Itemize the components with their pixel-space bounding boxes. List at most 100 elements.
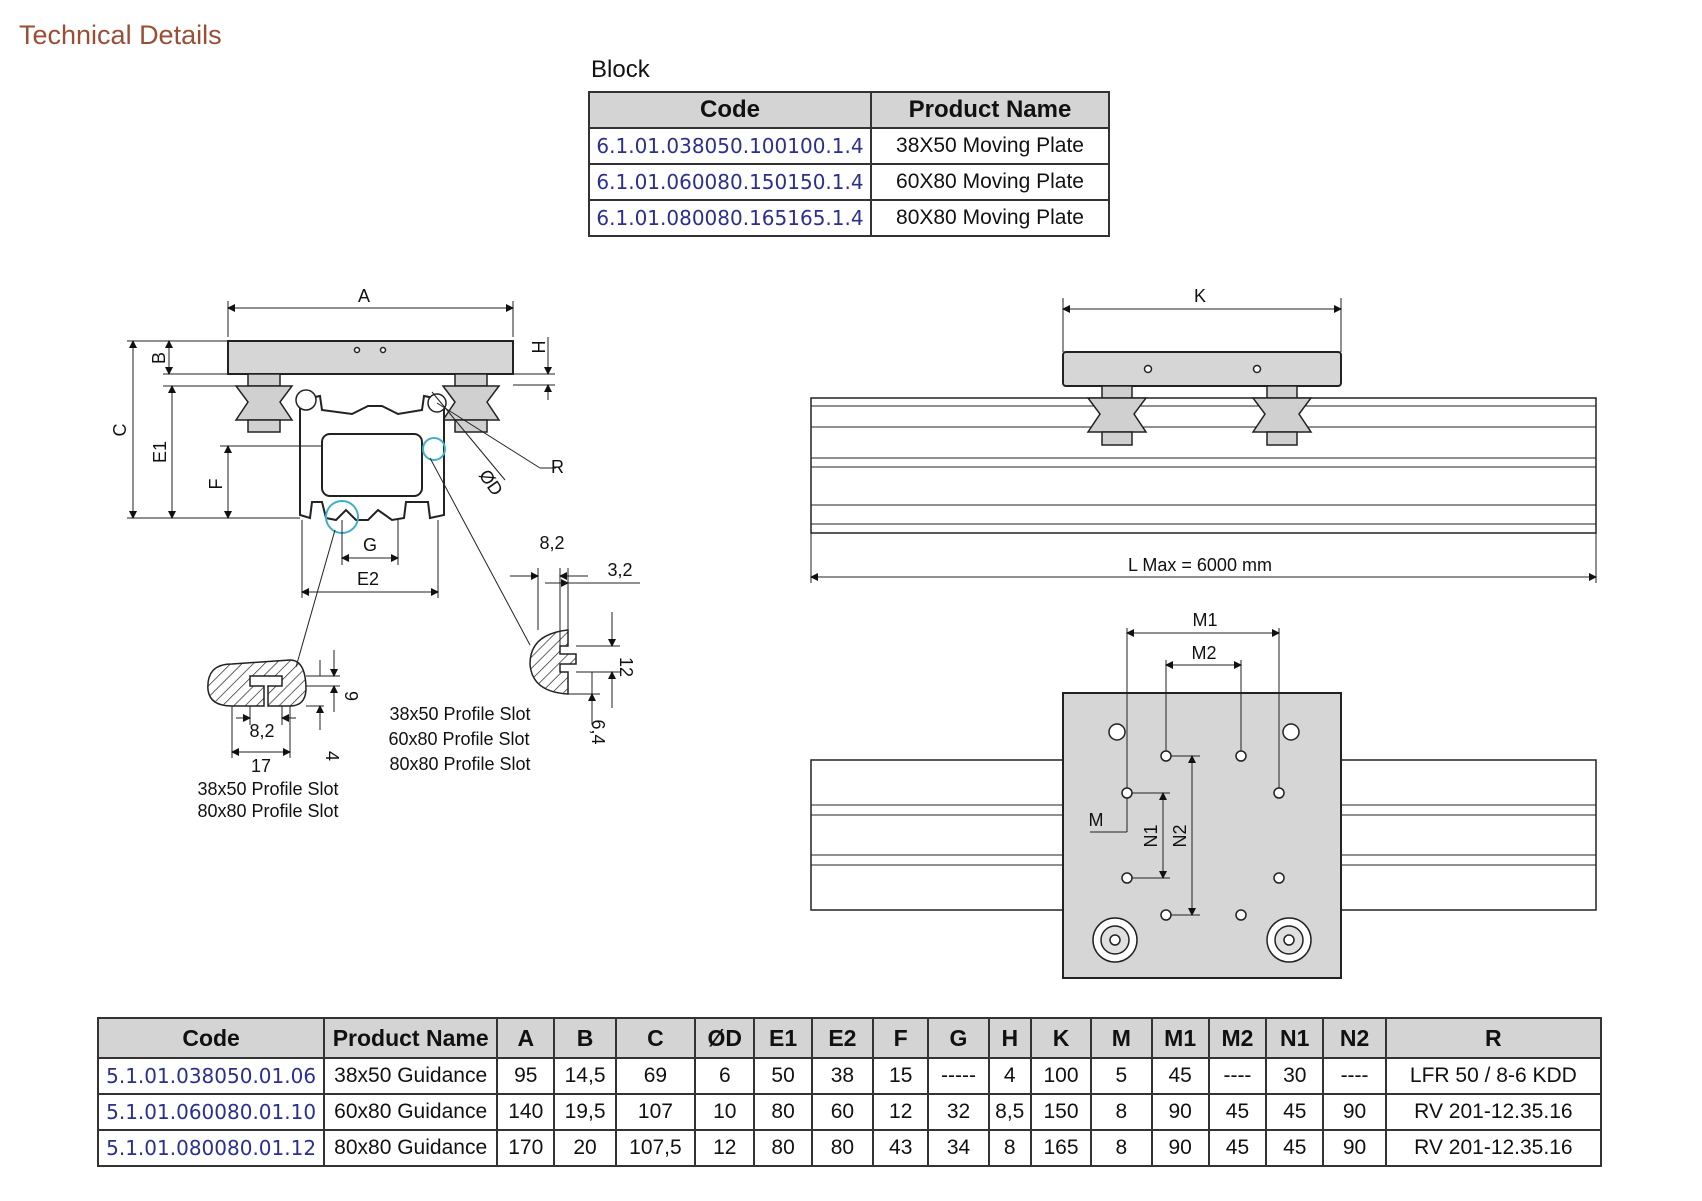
value-cell: 50 [753,1057,813,1095]
column-header-e1: E1 [753,1017,813,1059]
slot-note: 38x50 Profile Slot [197,779,338,799]
value-cell: 8,5 [987,1093,1032,1131]
value-cell: 95 [496,1057,556,1095]
column-header-f: F [872,1017,930,1059]
slot-note: 60x80 Profile Slot [388,729,529,749]
column-header-h: H [987,1017,1032,1059]
table-row: 5.1.01.060080.01.10 60x80 Guidance 140 1… [96,1093,1603,1131]
value-cell: RV 201-12.35.16 [1384,1093,1603,1131]
value-cell: 30 [1265,1057,1325,1095]
value-cell: 12 [694,1129,756,1167]
product-name-cell: 38X50 Moving Plate [870,127,1110,165]
slot-note: 80x80 Profile Slot [197,801,338,821]
value-cell: 45 [1150,1057,1210,1095]
code-cell: 5.1.01.080080.01.12 [96,1129,326,1167]
slot-detail-right [510,568,640,725]
column-header-code: Code [588,91,872,129]
value-cell: 100 [1029,1057,1093,1095]
product-name-cell: 38x50 Guidance [323,1057,499,1095]
value-cell: 32 [927,1093,990,1131]
value-cell: LFR 50 / 8-6 KDD [1384,1057,1603,1095]
dim-label-m2: M2 [1191,643,1216,663]
code-cell: 6.1.01.060080.150150.1.4 [588,163,872,201]
value-cell: 45 [1265,1129,1325,1167]
dim-label-c: C [110,424,130,437]
value-cell: 80 [753,1093,813,1131]
code-cell: 5.1.01.038050.01.06 [96,1057,326,1095]
wheel-bearing-right [441,373,501,433]
column-header-a: A [496,1017,556,1059]
value-cell: 6 [694,1057,756,1095]
value-cell: 34 [927,1129,990,1167]
value-cell: 150 [1029,1093,1093,1131]
column-header-n1: N1 [1265,1017,1325,1059]
value-cell: 90 [1322,1093,1387,1131]
value-cell: 90 [1322,1129,1387,1167]
code-cell: 6.1.01.080080.165165.1.4 [588,199,872,237]
dim-label-17: 17 [251,756,271,776]
value-cell: 45 [1207,1093,1268,1131]
slot-note: 80x80 Profile Slot [389,754,530,774]
dim-label-m: M [1089,810,1104,830]
moving-plate [227,340,514,375]
value-cell: ---- [1207,1057,1268,1095]
value-cell: 60 [810,1093,875,1131]
value-cell: 4 [987,1057,1032,1095]
page-title: Technical Details [19,20,222,50]
value-cell: 8 [1090,1129,1153,1167]
dim-label-12: 12 [616,657,636,677]
dim-label-g: G [363,535,377,555]
value-cell: 8 [987,1129,1032,1167]
dim-label-r: R [551,457,564,477]
value-cell: 14,5 [553,1057,617,1095]
product-name-cell: 60x80 Guidance [323,1093,499,1131]
value-cell: 45 [1207,1129,1268,1167]
column-header-g: G [927,1017,990,1059]
table-header-row: Code Product Name A B C ØD E1 E2 F G H K… [96,1017,1603,1059]
column-header-k: K [1029,1017,1093,1059]
table-row: 6.1.01.080080.165165.1.4 80X80 Moving Pl… [588,199,1110,237]
dim-label-4: 4 [322,751,342,761]
dim-label-6-4: 6,4 [588,719,608,744]
dim-label-m1: M1 [1192,610,1217,630]
value-cell: 12 [872,1093,930,1131]
value-cell: 15 [872,1057,930,1095]
column-header-c: C [614,1017,697,1059]
value-cell: 5 [1090,1057,1153,1095]
column-header-product-name: Product Name [323,1017,499,1059]
value-cell: 20 [553,1129,617,1167]
dim-label-d: ØD [475,466,507,500]
dim-label-n1: N1 [1141,824,1161,847]
dim-label-3-2: 3,2 [607,560,632,580]
wheel-bearing-left [234,373,294,433]
rail-profile [810,397,1597,534]
dim-label-8-2-bottom: 8,2 [249,721,274,741]
value-cell: 107,5 [614,1129,697,1167]
value-cell: 165 [1029,1129,1093,1167]
column-header-n2: N2 [1322,1017,1387,1059]
table-row: 6.1.01.038050.100100.1.4 38X50 Moving Pl… [588,127,1110,165]
dim-label-e2: E2 [357,569,379,589]
dim-label-l-max: L Max = 6000 mm [1128,555,1272,575]
dim-label-e1: E1 [150,441,170,463]
table-header-row: Code Product Name [588,91,1110,129]
value-cell: 90 [1150,1093,1210,1131]
column-header-d: ØD [694,1017,756,1059]
value-cell: 38 [810,1057,875,1095]
dim-label-k: K [1194,286,1206,306]
value-cell: 45 [1265,1093,1325,1131]
block-table: Code Product Name 6.1.01.038050.100100.1… [588,91,1110,237]
slot-note: 38x50 Profile Slot [389,704,530,724]
column-header-e2: E2 [810,1017,875,1059]
code-cell: 5.1.01.060080.01.10 [96,1093,326,1131]
table-row: 5.1.01.038050.01.06 38x50 Guidance 95 14… [96,1057,1603,1095]
column-header-m: M [1090,1017,1153,1059]
table-row: 5.1.01.080080.01.12 80x80 Guidance 170 2… [96,1129,1603,1167]
column-header-m2: M2 [1207,1017,1268,1059]
dim-label-a: A [358,286,370,306]
dim-label-h: H [528,341,548,354]
value-cell: 43 [872,1129,930,1167]
column-header-product-name: Product Name [870,91,1110,129]
slot-detail-left [207,650,340,758]
column-header-m1: M1 [1150,1017,1210,1059]
